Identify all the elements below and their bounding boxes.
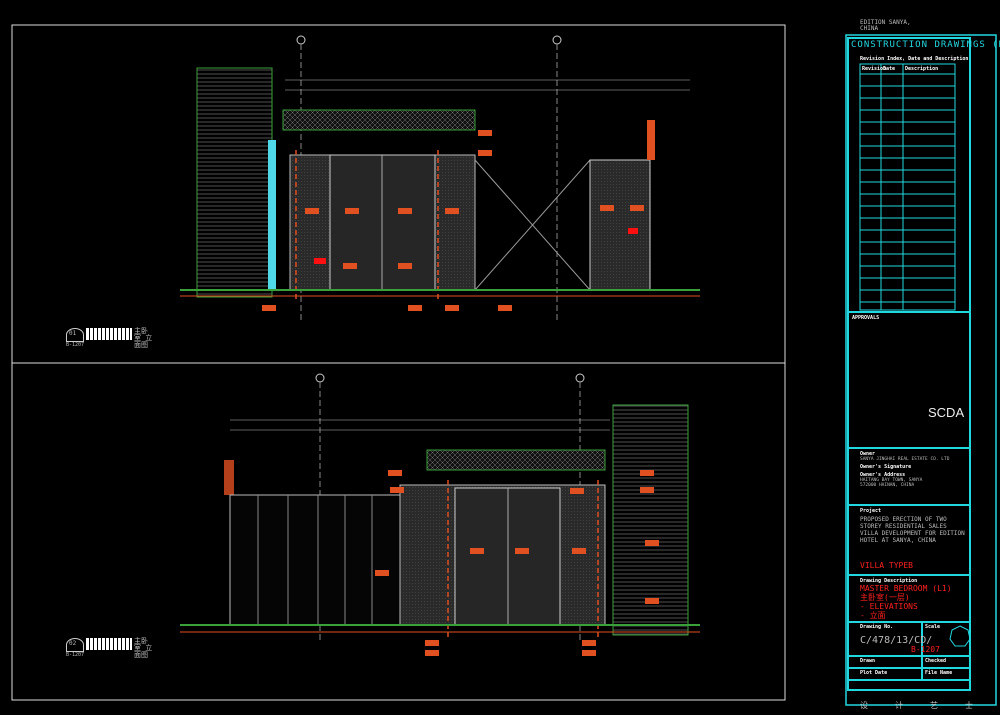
revision-table: [859, 63, 956, 311]
title-block-frame: [845, 34, 997, 706]
villa-type: VILLA TYPEB: [860, 561, 913, 570]
owner-name: SANYA JINGHAI REAL ESTATE CO. LTD: [860, 457, 950, 462]
checked-label: Checked: [925, 658, 947, 664]
scale-label: Scale: [925, 624, 941, 630]
drawing-ref-01: B-1207: [66, 342, 85, 348]
drawing-no-label: Drawing No.: [860, 624, 894, 630]
footer-char: 计: [895, 701, 930, 710]
footer-chinese: 设计艺士: [860, 700, 1000, 711]
north-arrow-symbol: [949, 625, 971, 647]
elevation-01: [180, 35, 700, 320]
drawing-title: MASTER BEDROOM (L1) 主卧室(一层) - ELEVATIONS…: [860, 584, 952, 620]
footer-char: 艺: [930, 701, 965, 710]
col-description: Description: [905, 66, 939, 72]
col-date: Date: [883, 66, 896, 72]
drawing-ref-02: B-1207: [66, 652, 85, 658]
owner-signature-label: Owner's Signature: [860, 464, 912, 470]
drawing-caption-cn-01: 主卧室 立面图: [134, 327, 153, 349]
footer-char: 士: [965, 701, 1000, 710]
drawing-description-label: Drawing Description: [860, 578, 918, 584]
owner-address-label: Owner's Address: [860, 472, 906, 478]
owner-address: HAITANG BAY TOWN, SANYA 572000 HAINAN, C…: [860, 478, 923, 488]
elevation-02: [180, 373, 700, 656]
revision-header: Revision Index, Date and Description: [860, 56, 969, 62]
drawing-number-suffix: B-1207: [911, 645, 940, 654]
drawing-number-02: 02: [69, 640, 77, 647]
file-name-label: File Name: [925, 670, 953, 676]
firm-logo: SCDA: [928, 405, 965, 420]
footer-char: 设: [860, 701, 895, 710]
drawn-label: Drawn: [860, 658, 876, 664]
drawing-number-01: 01: [69, 330, 77, 337]
project-description: PROPOSED ERECTION OF TWO STOREY RESIDENT…: [860, 516, 965, 544]
plot-date-label: Plot Date: [860, 670, 888, 676]
drawing-caption-cn-02: 主卧室 立面图: [134, 637, 153, 659]
col-revision: Revision: [862, 66, 887, 72]
drawing-title-line: - 立面: [860, 611, 886, 620]
owner-label: Owner: [860, 451, 876, 457]
drawing-number: C/478/13/CD/: [860, 635, 933, 646]
approvals-label: APPROVALS: [852, 315, 880, 321]
project-location: EDITION SANYA, CHINA: [860, 19, 911, 32]
drawing-stage: CONSTRUCTION DRAWINGS (D): [851, 40, 1000, 50]
drawing-title-line: - ELEVATIONS: [860, 602, 918, 611]
drawing-title-line: MASTER BEDROOM (L1): [860, 584, 952, 593]
drawing-title-line: 主卧室(一层): [860, 593, 910, 602]
project-label: Project: [860, 508, 882, 514]
